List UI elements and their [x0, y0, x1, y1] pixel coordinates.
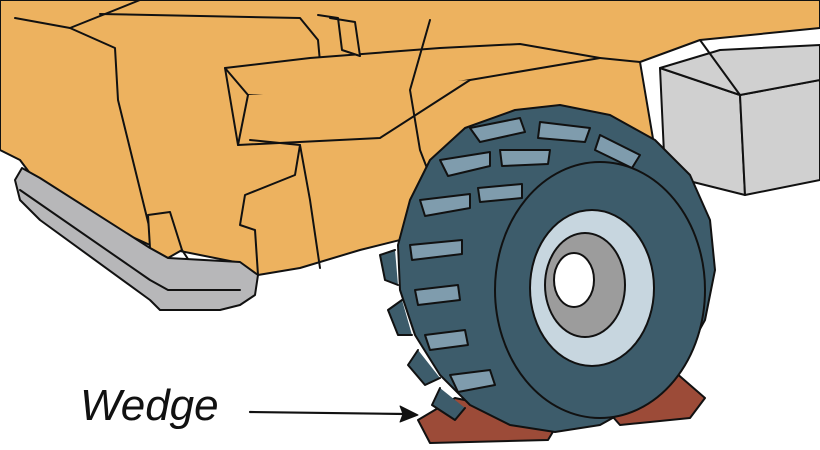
arrow-head	[400, 406, 418, 422]
tread-block	[500, 150, 550, 166]
box-side	[740, 80, 820, 195]
hub-hole	[554, 253, 594, 307]
wedge-label: Wedge	[80, 380, 219, 432]
label-arrow	[250, 406, 418, 422]
tread-block	[478, 184, 522, 202]
arrow-shaft	[250, 412, 405, 414]
